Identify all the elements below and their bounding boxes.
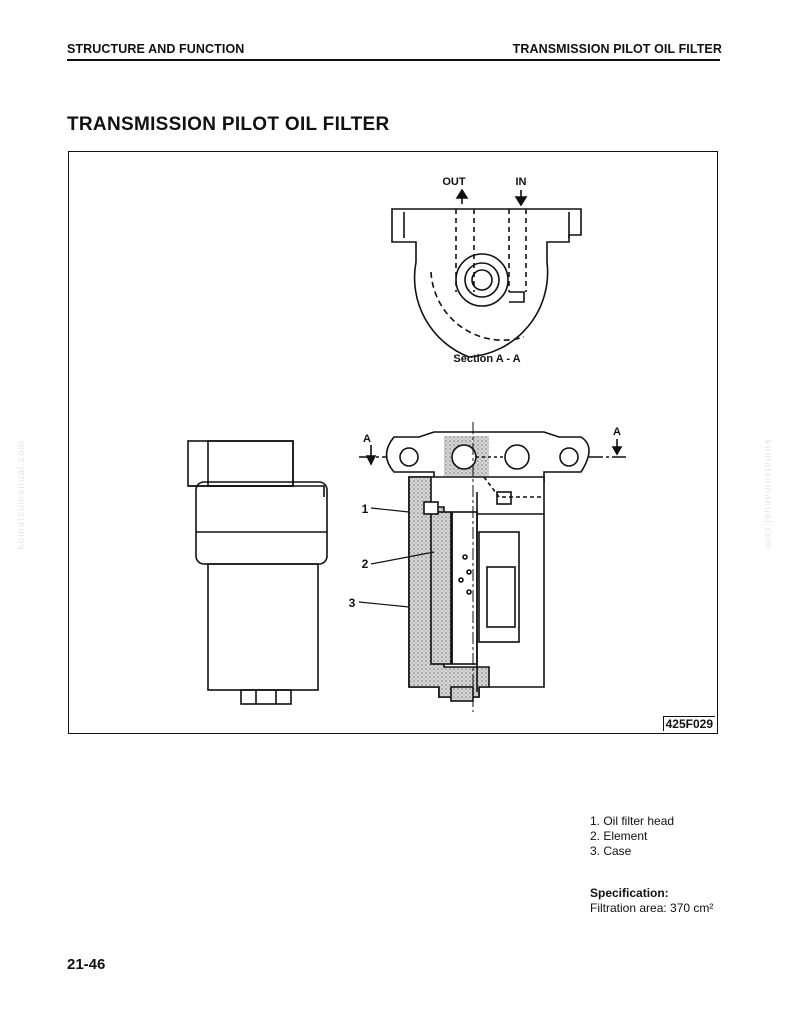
callout-2: 2	[362, 557, 369, 571]
watermark-right: komatsumanual.com	[762, 440, 773, 550]
out-label: OUT	[442, 176, 466, 188]
header-section-title: STRUCTURE AND FUNCTION	[67, 42, 245, 56]
section-marker-right: A	[613, 426, 621, 438]
legend-item: 3. Case	[590, 844, 632, 858]
external-view	[187, 440, 328, 705]
cross-section-view: A A	[349, 422, 629, 712]
parts-legend: 1. Oil filter head 2. Element 3. Case	[590, 814, 674, 859]
specification-title: Specification:	[590, 886, 669, 900]
section-label: Section A - A	[453, 353, 520, 365]
in-arrow-icon	[514, 190, 528, 207]
callout-1: 1	[362, 502, 369, 516]
header-rule	[67, 59, 720, 61]
section-arrow-right-icon	[611, 439, 623, 456]
legend-item: 2. Element	[590, 829, 648, 843]
filter-diagram: OUT IN Section A - A	[68, 151, 718, 734]
figure-code: 425F029	[662, 716, 715, 731]
filter-drawing: OUT IN Section A - A	[187, 176, 629, 712]
specification-text: Filtration area: 370 cm²	[590, 901, 714, 915]
section-arrow-left-icon	[365, 445, 377, 466]
header-page-topic: TRANSMISSION PILOT OIL FILTER	[512, 42, 722, 56]
legend-item: 1. Oil filter head	[590, 814, 675, 828]
watermark-left: komatsumanual.com	[16, 440, 27, 550]
page-title: TRANSMISSION PILOT OIL FILTER	[67, 114, 390, 135]
section-view: OUT IN Section A - A	[391, 176, 582, 365]
callout-3: 3	[349, 596, 356, 610]
section-marker-left: A	[363, 433, 371, 445]
out-arrow-icon	[455, 188, 469, 204]
specification: Specification: Filtration area: 370 cm²	[590, 886, 713, 916]
in-label: IN	[516, 176, 527, 188]
page-number: 21-46	[67, 956, 106, 973]
